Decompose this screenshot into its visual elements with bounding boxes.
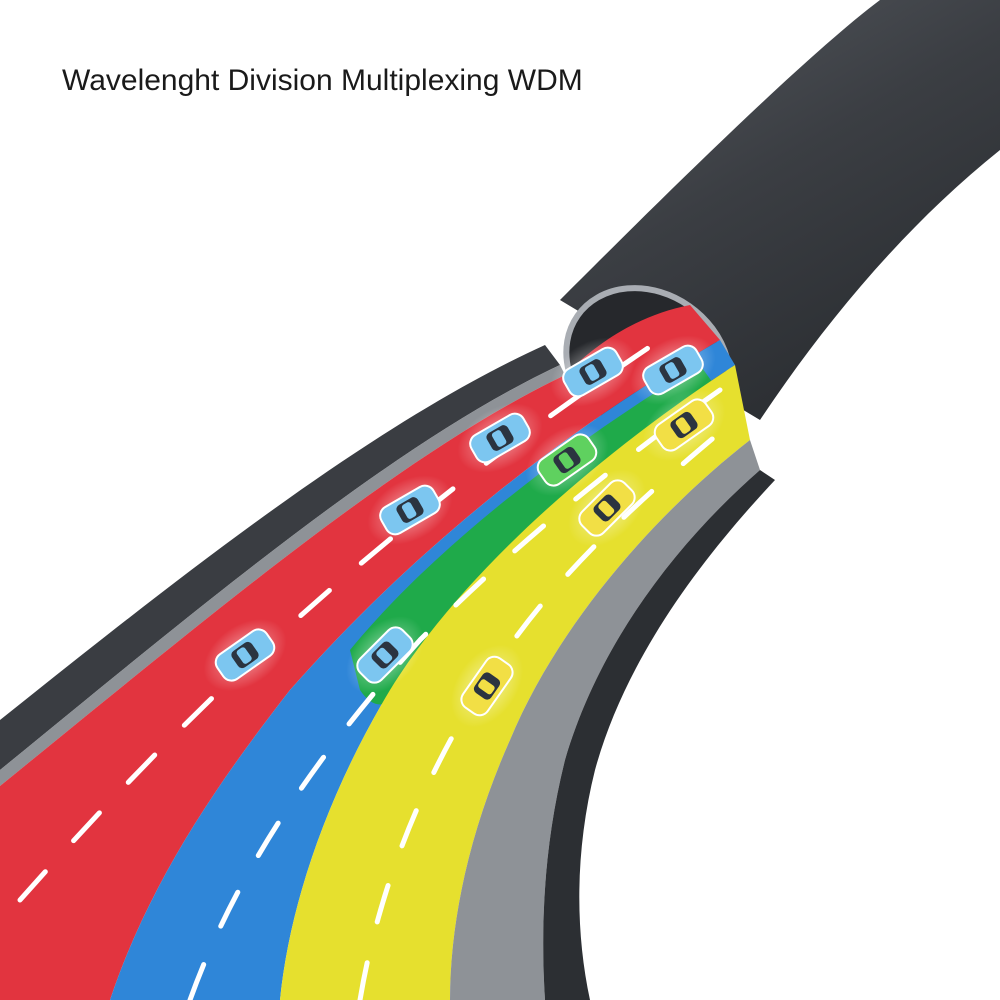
car-green-7 <box>525 423 609 497</box>
car-red-2 <box>457 403 543 473</box>
car-yellow-9 <box>568 469 646 547</box>
page-title: Wavelenght Division Multiplexing WDM <box>62 64 583 97</box>
sheath-outer-left <box>0 345 560 770</box>
car-blue-5 <box>630 335 716 405</box>
car-yellow-8 <box>642 388 726 462</box>
lane-blue <box>110 340 735 1000</box>
car-group <box>203 335 726 728</box>
car-red-4 <box>203 618 287 692</box>
car-yellow-10 <box>450 644 524 728</box>
car-red-1 <box>550 337 636 407</box>
lane-red <box>0 305 720 1000</box>
sheath-outer-right <box>543 470 775 1000</box>
car-red-3 <box>367 475 453 545</box>
car-blue-6 <box>346 616 424 694</box>
sheath-inner-right <box>450 440 760 1000</box>
